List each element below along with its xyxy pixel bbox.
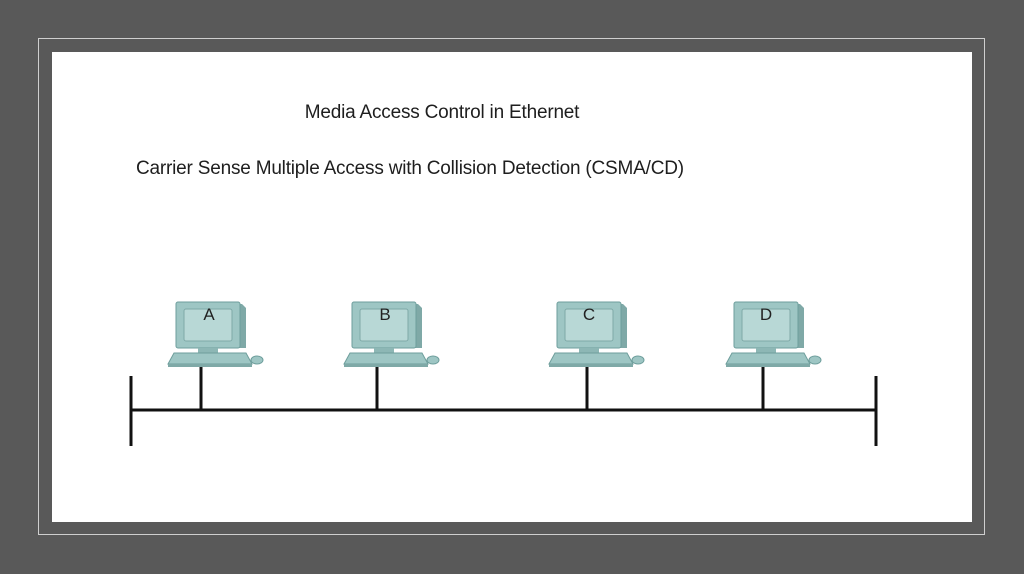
station-label-a: A [203,305,215,324]
slide: Media Access Control in Ethernet Carrier… [52,52,972,522]
diagram-subtitle: Carrier Sense Multiple Access with Colli… [136,158,684,179]
computer-icon [725,301,822,368]
station-label-c: C [583,305,595,324]
computer-icon [548,301,645,368]
diagram-title: Media Access Control in Ethernet [304,102,580,123]
station-label-d: D [760,305,772,324]
network-diagram: A B C D [129,301,878,446]
station-d: D [725,301,822,410]
station-label-b: B [379,305,390,324]
station-b: B [343,301,440,410]
computer-icon [343,301,440,368]
computer-icon [167,301,264,368]
station-a: A [167,301,264,410]
outer-frame [38,38,985,535]
station-c: C [548,301,645,410]
